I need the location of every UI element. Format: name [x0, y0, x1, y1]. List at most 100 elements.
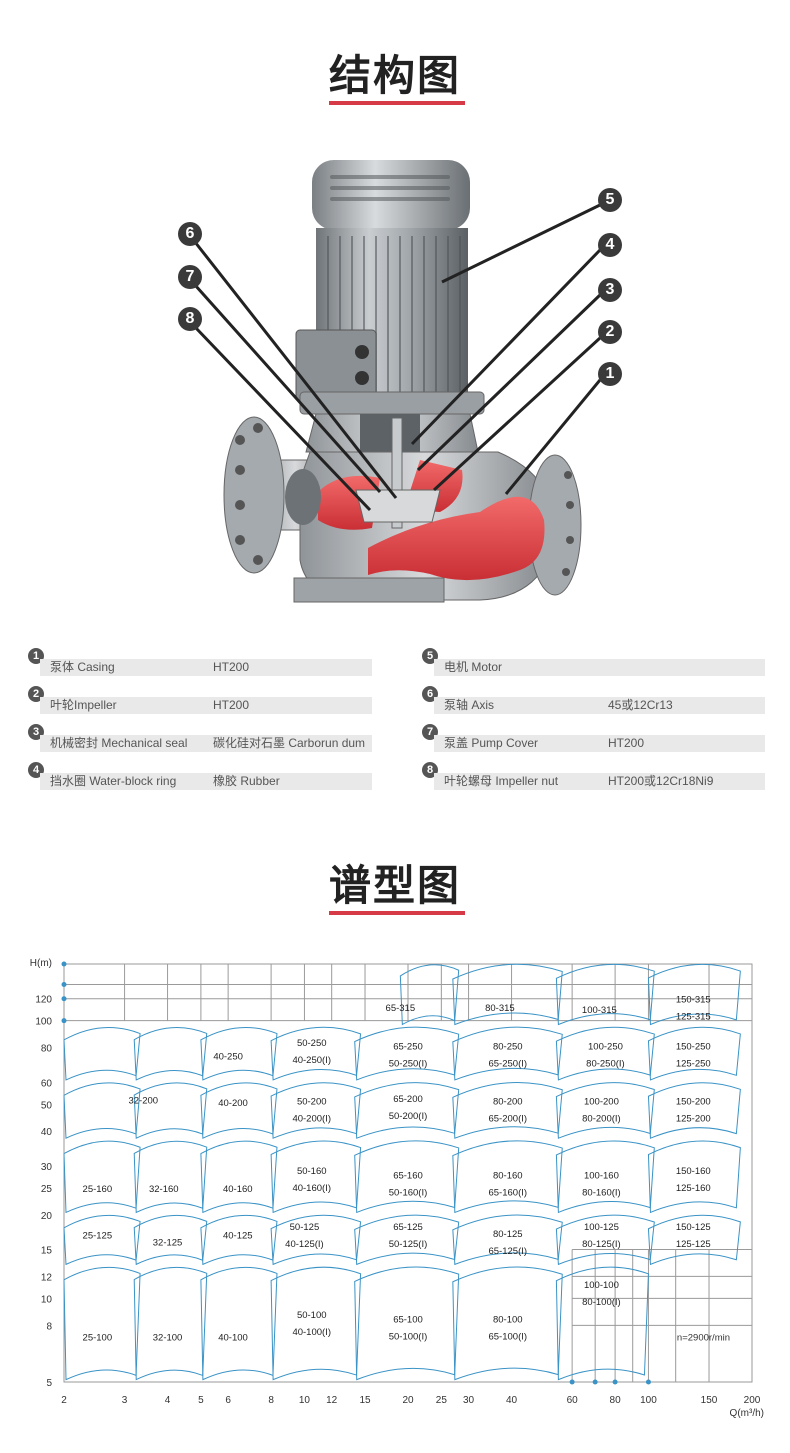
x-tick-label: 4 — [165, 1395, 171, 1406]
performance-curve-cell — [63, 1266, 141, 1381]
performance-curve-cell — [452, 1082, 563, 1139]
performance-curve-cell — [200, 1140, 278, 1214]
part-material: HT200或12Cr18Ni9 — [600, 773, 765, 790]
model-label: 65-100(I) — [488, 1331, 527, 1342]
axis-marker — [612, 1379, 618, 1385]
y-tick-label: 15 — [41, 1245, 53, 1256]
structure-title: 结构图 — [328, 52, 461, 99]
y-tick-label: 50 — [41, 1100, 53, 1111]
model-label: 65-250(I) — [488, 1058, 527, 1069]
y-tick-label: H(m) — [30, 958, 52, 969]
performance-curve-cell — [63, 1214, 141, 1266]
model-label: 80-315 — [485, 1003, 515, 1014]
model-label: 65-160 — [393, 1171, 423, 1182]
model-label: 80-125 — [493, 1229, 523, 1240]
axis-marker — [592, 1379, 598, 1385]
part-material: HT200 — [600, 735, 765, 752]
y-tick-label: 20 — [41, 1211, 53, 1222]
y-tick-label: 10 — [41, 1294, 53, 1305]
model-label: 100-160 — [584, 1171, 619, 1182]
performance-curve-cell — [452, 963, 563, 1026]
part-name: 电机 Motor — [434, 659, 604, 676]
callout-6: 6 — [178, 222, 202, 246]
x-axis-label: Q(m³/h) — [730, 1408, 764, 1419]
axis-marker — [61, 961, 67, 967]
x-tick-label: 60 — [567, 1395, 579, 1406]
x-tick-label: 6 — [225, 1395, 231, 1406]
model-label: 50-100(I) — [389, 1331, 428, 1342]
axis-marker — [61, 981, 67, 987]
model-label: 40-250(I) — [292, 1055, 331, 1066]
model-label: 65-250 — [393, 1041, 423, 1052]
callout-7: 7 — [178, 265, 202, 289]
x-tick-label: 2 — [61, 1395, 67, 1406]
part-row-6: 6 泵轴 Axis 45或12Cr13 — [422, 686, 766, 716]
model-label: 50-125 — [290, 1222, 320, 1233]
part-name: 挡水圈 Water-block ring — [40, 773, 233, 790]
model-label: 50-200 — [297, 1097, 327, 1108]
part-material: HT200 — [205, 697, 372, 714]
part-row-2: 2 叶轮Impeller HT200 — [28, 686, 372, 716]
model-label: 50-250 — [297, 1038, 327, 1049]
model-label: 25-125 — [83, 1230, 113, 1241]
performance-curve-cell — [200, 1266, 278, 1381]
performance-curve-cell — [647, 1026, 741, 1081]
performance-curve-cell — [555, 1026, 655, 1081]
model-label: 40-125 — [223, 1230, 253, 1241]
axis-marker — [61, 996, 67, 1002]
inlet-flange — [223, 416, 285, 574]
performance-curve-cell — [133, 1140, 208, 1214]
model-label: 50-200(I) — [389, 1111, 428, 1122]
part-row-1: 1 泵体 Casing HT200 — [28, 648, 372, 678]
part-row-5: 5 电机 Motor — [422, 648, 766, 678]
model-label: 125-250 — [676, 1058, 711, 1069]
model-label: 65-125 — [393, 1222, 423, 1233]
callout-3: 3 — [598, 278, 622, 302]
performance-curve-cell — [399, 964, 460, 1026]
model-label: 50-160(I) — [389, 1188, 428, 1199]
part-row-3: 3 机械密封 Mechanical seal 碳化硅对石墨 Carborun d… — [28, 724, 372, 754]
model-label: 80-200(I) — [582, 1114, 621, 1125]
y-tick-label: 30 — [41, 1162, 53, 1173]
pump-cutaway-illustration: 5 4 3 2 1 6 7 8 — [0, 150, 790, 630]
motor-fan-cover — [312, 160, 470, 230]
part-row-8: 8 叶轮螺母 Impeller nut HT200或12Cr18Ni9 — [422, 762, 766, 792]
axis-marker — [569, 1379, 575, 1385]
model-label: 100-125 — [584, 1222, 619, 1233]
performance-curve-cell — [647, 1140, 741, 1214]
model-label: 80-160(I) — [582, 1188, 621, 1199]
model-label: 80-250 — [493, 1041, 523, 1052]
model-label: 40-250 — [213, 1051, 243, 1062]
chart-title-underline — [329, 911, 465, 915]
performance-curve-cell — [647, 963, 741, 1026]
y-tick-label: 80 — [41, 1044, 53, 1055]
model-label: 40-100 — [218, 1332, 248, 1343]
model-label: 40-160(I) — [292, 1183, 331, 1194]
model-label: 32-125 — [153, 1238, 183, 1249]
model-label: 150-160 — [676, 1166, 711, 1177]
y-tick-label: 120 — [35, 995, 52, 1006]
x-tick-label: 80 — [610, 1395, 622, 1406]
callout-1: 1 — [598, 362, 622, 386]
structure-title-underline — [329, 101, 465, 105]
model-label: 65-315 — [386, 1003, 416, 1014]
x-tick-label: 25 — [436, 1395, 448, 1406]
model-label: 50-250(I) — [389, 1058, 428, 1069]
chart-title: 谱型图 — [328, 862, 461, 909]
model-label: 65-160(I) — [488, 1188, 527, 1199]
y-tick-label: 8 — [46, 1321, 52, 1332]
pump-drawing — [193, 160, 602, 603]
model-label: 125-200 — [676, 1114, 711, 1125]
x-tick-label: 200 — [744, 1395, 761, 1406]
x-tick-label: 100 — [640, 1395, 657, 1406]
callout-4: 4 — [598, 233, 622, 257]
model-label: 125-160 — [676, 1183, 711, 1194]
x-tick-label: 3 — [122, 1395, 128, 1406]
model-label: 150-200 — [676, 1097, 711, 1108]
part-name: 泵体 Casing — [40, 659, 233, 676]
x-tick-label: 12 — [326, 1395, 338, 1406]
performance-curve-cell — [354, 1026, 460, 1081]
performance-curve-cell — [133, 1266, 208, 1381]
y-tick-label: 40 — [41, 1127, 53, 1138]
model-label: 40-160 — [223, 1184, 253, 1195]
